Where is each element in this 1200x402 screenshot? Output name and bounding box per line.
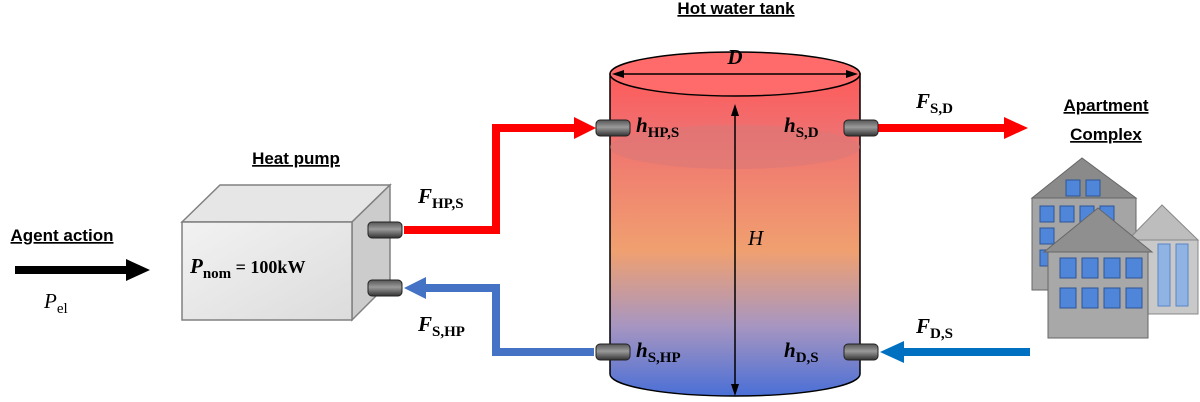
- pipe-storage-to-hp: [404, 277, 594, 356]
- connector-icon: [843, 343, 879, 361]
- tank-diameter-label: D: [726, 45, 742, 69]
- flow-demand-to-storage-label: FD,S: [915, 314, 953, 342]
- nominal-power-label: Pnom = 100kW: [189, 254, 305, 282]
- apartment-title-line2: Complex: [1070, 125, 1142, 144]
- pipe-storage-to-demand: [878, 117, 1028, 139]
- agent-power-label: Pel: [43, 289, 68, 317]
- hot-water-tank-title: Hot water tank: [677, 0, 795, 18]
- connector-icon: [843, 119, 879, 137]
- height-arrow: [731, 104, 739, 396]
- flow-storage-to-hp-label: FS,HP: [417, 312, 465, 340]
- apartment-title-line1: Apartment: [1063, 96, 1148, 115]
- pipe-demand-to-storage: [880, 341, 1030, 363]
- tank-height-label: H: [747, 226, 765, 250]
- flow-hp-to-storage-label: FHP,S: [417, 184, 464, 212]
- connector-icon: [367, 279, 403, 297]
- agent-action-title: Agent action: [11, 226, 114, 245]
- heat-pump-title: Heat pump: [252, 149, 340, 168]
- heat-pump-box-icon: [180, 183, 392, 322]
- flow-storage-to-demand-label: FS,D: [915, 89, 953, 117]
- connector-icon: [367, 221, 403, 239]
- pipe-hp-to-storage: [404, 117, 596, 234]
- height-storage-to-hp-label: hS,HP: [636, 338, 681, 366]
- connector-icon: [595, 119, 631, 137]
- agent-action-arrow: [15, 259, 150, 281]
- diameter-arrow: [612, 70, 858, 78]
- height-demand-to-storage-label: hD,S: [784, 338, 819, 366]
- apartment-buildings-icon: [1030, 157, 1200, 339]
- height-hp-to-storage-label: hHP,S: [636, 113, 679, 141]
- connector-icon: [595, 343, 631, 361]
- height-storage-to-demand-label: hS,D: [784, 113, 819, 141]
